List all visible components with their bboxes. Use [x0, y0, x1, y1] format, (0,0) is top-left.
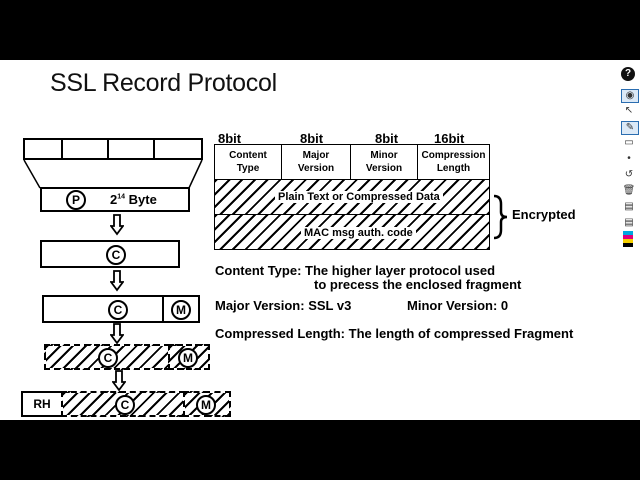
c-marker: C: [98, 348, 118, 368]
undo-icon[interactable]: ↺: [624, 169, 634, 180]
p-marker: P: [66, 190, 86, 210]
compressed-box: C: [40, 240, 180, 268]
down-arrow-icon: [112, 370, 126, 392]
c-mark-text: C: [120, 398, 130, 412]
field-line: Minor: [370, 150, 398, 161]
down-arrow-icon: [110, 214, 124, 236]
m-marker: M: [171, 300, 191, 320]
m-marker: M: [196, 395, 216, 415]
c-marker: C: [106, 245, 126, 265]
mac-row: MAC msg auth. code: [214, 214, 490, 250]
field-line: Version: [365, 163, 403, 174]
field-line: Type: [236, 163, 260, 174]
m-marker: M: [178, 348, 198, 368]
eye-icon[interactable]: ◉: [621, 89, 639, 103]
c-mark-text: C: [113, 303, 123, 317]
minor-version-description: Minor Version: 0: [407, 298, 509, 313]
field-line: Compression: [421, 150, 486, 161]
plain-text-label: Plain Text or Compressed Data: [275, 191, 443, 203]
palette-cyan[interactable]: [623, 231, 633, 235]
content-type-description-cont: to precess the enclosed fragment: [314, 277, 522, 292]
pointer-icon[interactable]: ↖: [624, 105, 634, 116]
major-version-description: Major Version: SSL v3: [215, 298, 352, 313]
field-line: Length: [436, 163, 471, 174]
trash-icon[interactable]: 🗑: [622, 185, 636, 196]
byte-exp: 14: [117, 193, 126, 201]
mac-box: M: [162, 295, 200, 323]
m-mark-text: M: [183, 351, 193, 365]
c-mark-text: C: [103, 351, 113, 365]
bits-label: 8bit: [300, 131, 324, 146]
bits-label: 8bit: [375, 131, 399, 146]
m-mark-text: M: [176, 303, 186, 317]
slide-title: SSL Record Protocol: [50, 69, 277, 97]
rh-label: RH: [33, 397, 51, 411]
clipboard-icon[interactable]: ▤: [624, 201, 634, 212]
record-data-box: C: [61, 391, 185, 417]
c-mark-text: C: [111, 248, 121, 262]
byte-suffix: Byte: [125, 192, 157, 207]
brace-icon: [493, 194, 508, 240]
bits-label: 16bit: [434, 131, 465, 146]
m-mark-text: M: [201, 398, 211, 412]
field-line: Version: [297, 163, 335, 174]
p-mark-text: P: [71, 193, 80, 207]
compressed-length-description: Compressed Length: The length of compres…: [215, 326, 574, 341]
fragment-size-label: 214 Byte: [110, 192, 157, 207]
highlighter-icon[interactable]: ▭: [624, 137, 634, 148]
content-type-description: Content Type: The higher layer protocol …: [215, 263, 496, 278]
field-line: Content: [229, 150, 267, 161]
palette-magenta[interactable]: [623, 235, 633, 239]
slide: SSL Record Protocol P 214 Byte C C M C M: [0, 60, 640, 420]
color-palette-icon[interactable]: [623, 231, 633, 247]
record-mac-box: M: [183, 391, 231, 417]
down-arrow-icon: [110, 323, 124, 345]
fan-out-lines: [23, 159, 203, 189]
clipboard2-icon[interactable]: ▤: [624, 217, 634, 228]
palette-yellow[interactable]: [623, 239, 633, 243]
c-marker: C: [108, 300, 128, 320]
encrypted-mac-box: M: [168, 344, 210, 370]
pen-icon[interactable]: ✎: [621, 121, 639, 135]
bits-label: 8bit: [218, 131, 242, 146]
field-line: Major: [302, 150, 330, 161]
encrypted-data-box: C: [44, 344, 170, 370]
fragment-box: P 214 Byte: [40, 187, 190, 212]
compressed-data-box: C: [42, 295, 164, 323]
mac-label: MAC msg auth. code: [301, 227, 416, 239]
c-marker: C: [115, 395, 135, 415]
data-block: [153, 138, 203, 160]
help-icon[interactable]: ?: [621, 67, 635, 81]
palette-black[interactable]: [623, 243, 633, 247]
down-arrow-icon: [110, 270, 124, 292]
plain-text-row: Plain Text or Compressed Data: [214, 179, 490, 215]
encrypted-label: Encrypted: [512, 207, 576, 222]
record-header-box: RH: [21, 391, 63, 417]
byte-base: 2: [110, 192, 118, 207]
dot-icon[interactable]: •: [627, 153, 631, 164]
